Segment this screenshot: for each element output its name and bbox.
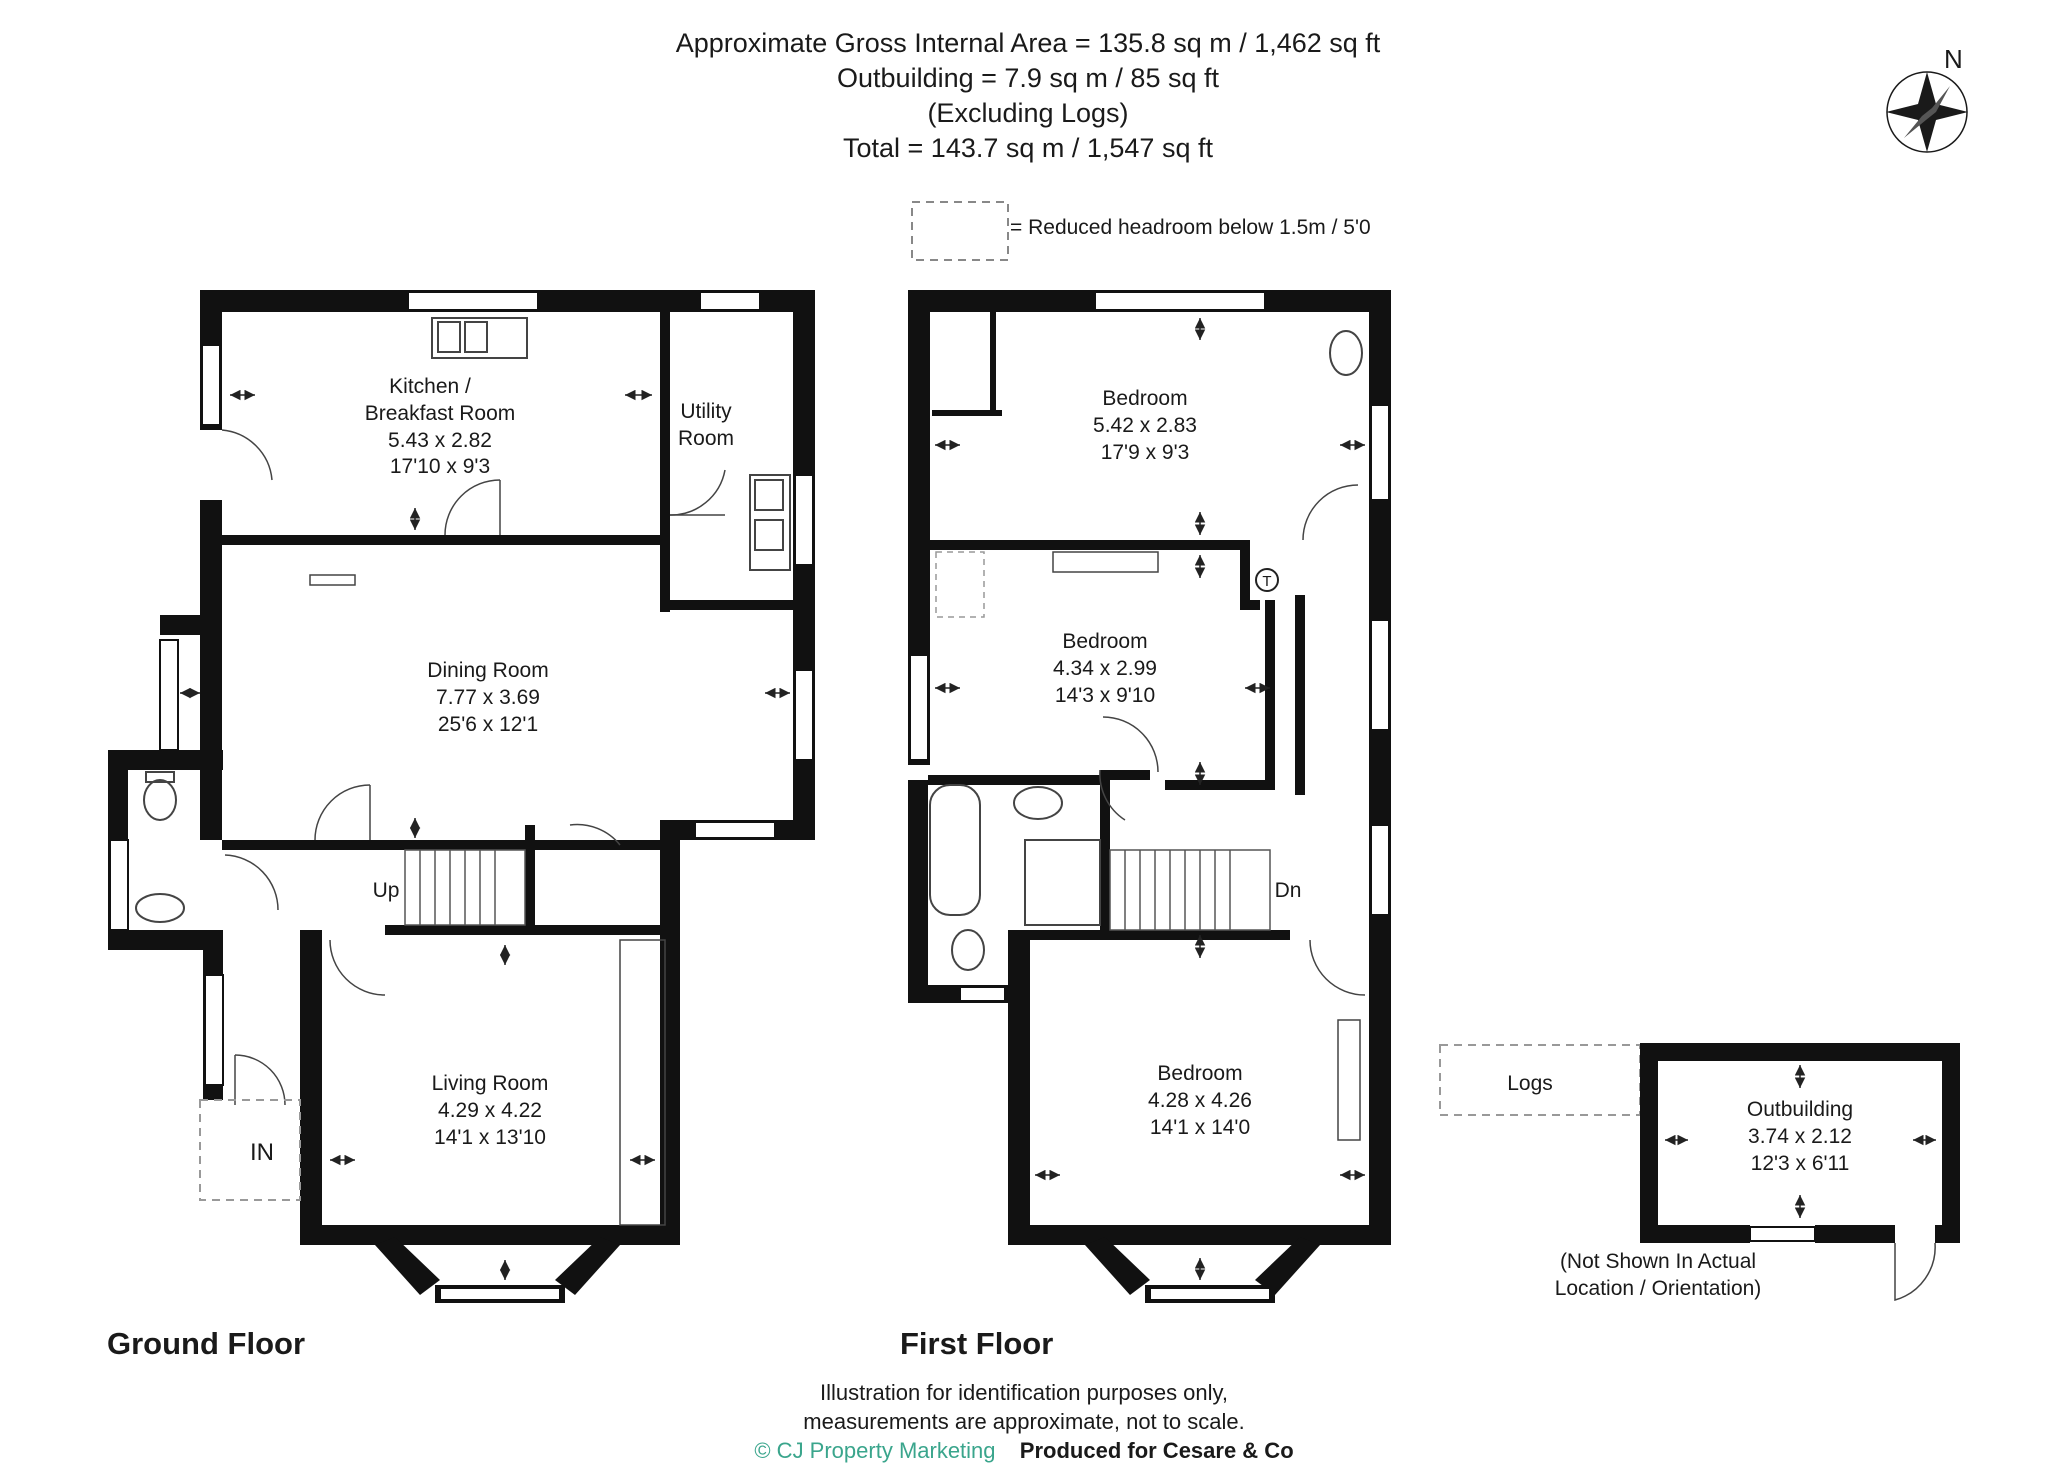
credit-line: © CJ Property Marketing Produced for Ces… [0, 1436, 2048, 1465]
entrance-label: IN [250, 1139, 274, 1166]
first-floor-labels: Bedroom 5.42 x 2.83 17'9 x 9'3 Bedroom 4… [1053, 387, 1301, 1139]
bedroom2-name: Bedroom [1062, 630, 1147, 653]
outbuilding-door-swing [1894, 1242, 1936, 1301]
bedroom1-imperial: 17'9 x 9'3 [1101, 441, 1190, 464]
logs-area [1439, 1044, 1641, 1116]
stairs-down-label: Dn [1275, 879, 1302, 902]
outbuilding-labels: Logs Outbuilding 3.74 x 2.12 12'3 x 6'11… [1507, 1072, 1853, 1300]
bathroom-basin-icon [1013, 786, 1063, 820]
bedroom3-metric: 4.28 x 4.26 [1148, 1089, 1252, 1112]
living-imperial: 14'1 x 13'10 [434, 1126, 546, 1149]
utility-name-1: Utility [680, 400, 732, 423]
wc-basin-icon [135, 893, 185, 923]
kitchen-name-1: Kitchen / [389, 375, 471, 398]
produced-for-text: Produced for Cesare & Co [1019, 1438, 1294, 1463]
thermostat-icon: T [1255, 568, 1279, 592]
first-dimension-arrows [935, 318, 1365, 1280]
dining-imperial: 25'6 x 12'1 [438, 713, 538, 736]
first-floor-windows [909, 291, 1390, 1301]
bath-icon [929, 784, 981, 916]
outbuilding-name: Outbuilding [1747, 1098, 1853, 1121]
ground-stairs [404, 849, 526, 926]
living-metric: 4.29 x 4.22 [438, 1099, 542, 1122]
first-door-swings [1099, 484, 1366, 996]
bedroom-chimney-breast [1337, 1019, 1361, 1141]
dining-name: Dining Room [427, 659, 548, 682]
outbuilding-note-2: Location / Orientation) [1555, 1277, 1762, 1300]
outbuilding-dimension-arrows [1665, 1065, 1936, 1218]
outbuilding-imperial: 12'3 x 6'11 [1751, 1152, 1850, 1175]
thermostat-label: T [1262, 573, 1271, 590]
ground-dimension-arrows [180, 389, 790, 1280]
kitchen-metric: 5.43 x 2.82 [388, 429, 492, 452]
ground-floor-labels: Kitchen / Breakfast Room 5.43 x 2.82 17'… [250, 375, 734, 1166]
bedroom3-imperial: 14'1 x 14'0 [1150, 1116, 1250, 1139]
outbuilding-metric: 3.74 x 2.12 [1748, 1125, 1852, 1148]
reduced-headroom-legend-swatch [911, 201, 1009, 261]
ground-floor-title: Ground Floor [107, 1326, 306, 1361]
logs-label: Logs [1507, 1072, 1553, 1095]
gross-area-line: Approximate Gross Internal Area = 135.8 … [675, 28, 1381, 58]
outbuilding-window [1749, 1226, 1816, 1242]
disclaimer-line-1: Illustration for identification purposes… [819, 1380, 1229, 1405]
wc-toilet-icon [143, 771, 177, 821]
dining-metric: 7.77 x 3.69 [436, 686, 540, 709]
outbuilding-note-1: (Not Shown In Actual [1560, 1250, 1756, 1273]
ground-door-swings [221, 429, 726, 1106]
utility-name-2: Room [678, 427, 734, 450]
outbuilding-plan [1640, 1043, 1960, 1243]
bedroom-fireplace [1052, 551, 1159, 573]
bedroom2-metric: 4.34 x 2.99 [1053, 657, 1157, 680]
ground-floor-windows [109, 291, 814, 1301]
bedroom-basin-icon [1329, 330, 1363, 376]
reduced-headroom-area [935, 551, 985, 618]
legend-label: = Reduced headroom below 1.5m / 5'0 [1010, 216, 1371, 239]
utility-sink-icon [749, 474, 791, 571]
bedroom3-name: Bedroom [1157, 1062, 1242, 1085]
porch-outline [199, 1099, 301, 1201]
outbuilding-area-line: Outbuilding = 7.9 sq m / 85 sq ft [837, 63, 1219, 93]
first-stairs [1109, 849, 1271, 931]
copyright-text: © CJ Property Marketing [754, 1438, 996, 1463]
disclaimer: Illustration for identification purposes… [0, 1378, 2048, 1465]
dining-fireplace [309, 574, 356, 586]
kitchen-imperial: 17'10 x 9'3 [390, 455, 490, 478]
bedroom1-name: Bedroom [1102, 387, 1187, 410]
kitchen-sink-icon [431, 317, 528, 359]
area-summary: Approximate Gross Internal Area = 135.8 … [640, 26, 1416, 166]
stairs-up-label: Up [373, 879, 400, 902]
disclaimer-line-2: measurements are approximate, not to sca… [803, 1409, 1245, 1434]
total-area-line: Total = 143.7 sq m / 1,547 sq ft [843, 133, 1213, 163]
living-chimney-breast [619, 939, 666, 1226]
bathroom-toilet-icon [951, 929, 985, 971]
shower-icon [1024, 839, 1101, 926]
bedroom2-imperial: 14'3 x 9'10 [1055, 684, 1155, 707]
living-name: Living Room [432, 1072, 549, 1095]
excluding-logs-line: (Excluding Logs) [927, 98, 1129, 128]
bedroom1-metric: 5.42 x 2.83 [1093, 414, 1197, 437]
kitchen-name-2: Breakfast Room [365, 402, 516, 425]
first-floor-title: First Floor [900, 1326, 1054, 1361]
north-label: N [1944, 44, 1963, 74]
compass-icon: N [1886, 44, 1968, 153]
